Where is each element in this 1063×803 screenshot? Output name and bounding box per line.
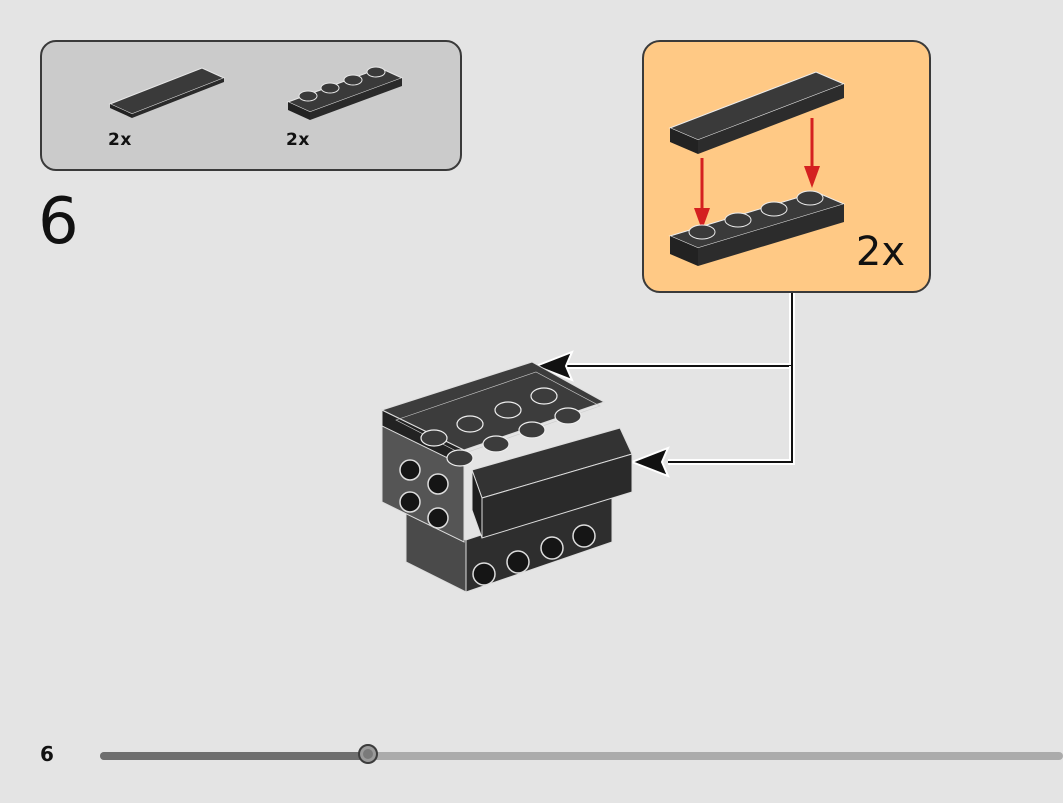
progress-handle[interactable]: [357, 744, 378, 764]
progress-bar[interactable]: [100, 744, 1063, 764]
parts-list-box: 2x 2x: [40, 40, 462, 171]
placement-arrow: [533, 350, 574, 382]
parts-item-quantity: 2x: [108, 130, 132, 150]
model-assembly: [380, 361, 633, 593]
plate-1x4-icon: [286, 66, 404, 120]
sub-assembly-callout: 2x: [642, 40, 931, 293]
step-number: 6: [38, 185, 79, 259]
sub-assembly-illustration: [668, 71, 846, 266]
progress-fill: [100, 752, 370, 760]
parts-item-quantity: 2x: [286, 130, 310, 150]
placement-arrow: [629, 446, 670, 478]
sub-assembly-quantity: 2x: [855, 229, 905, 275]
tile-1x4-icon: [108, 67, 226, 118]
page-number: 6: [40, 742, 54, 766]
